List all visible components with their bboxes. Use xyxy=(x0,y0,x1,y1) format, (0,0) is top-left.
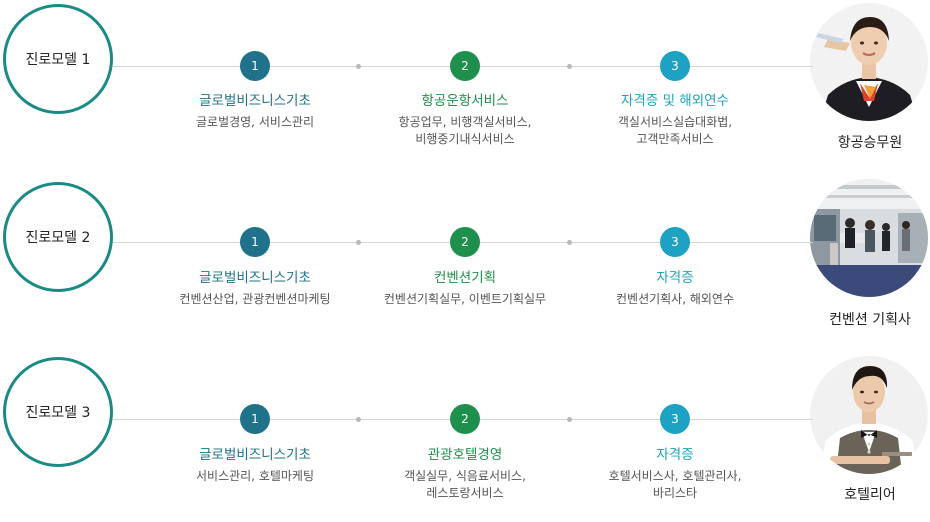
step-2-marker: 2 xyxy=(450,404,480,434)
step-1-marker: 1 xyxy=(240,404,270,434)
stage-title: 글로벌비즈니스기초 xyxy=(199,93,311,109)
stage-2: 항공운항서비스 항공업무, 비행객실서비스, 비행중기내식서비스 xyxy=(365,92,565,148)
job-title: 호텔리어 xyxy=(844,487,896,503)
job-title: 컨벤션 기획사 xyxy=(829,312,911,328)
stage-description: 컨벤션산업, 관광컨벤션마케팅 xyxy=(179,292,331,306)
career-model-row-1: 진로모델 1 1 2 3 글로벌비즈니스기초 글로벌경영, 서비스관리 항공운항… xyxy=(0,0,930,170)
stage-description: 호텔서비스사, 호텔관리사, 바리스타 xyxy=(608,469,742,500)
path-dot xyxy=(356,64,361,69)
step-3-marker: 3 xyxy=(660,51,690,81)
stage-title: 자격증 및 해외연수 xyxy=(621,93,729,109)
stage-description: 객실실무, 식음료서비스, 레스토랑서비스 xyxy=(404,469,526,500)
step-1-marker: 1 xyxy=(240,51,270,81)
stage-description: 항공업무, 비행객실서비스, 비행중기내식서비스 xyxy=(398,115,532,146)
stage-1: 글로벌비즈니스기초 글로벌경영, 서비스관리 xyxy=(155,92,355,131)
stage-3: 자격증 컨벤션기획사, 해외연수 xyxy=(575,269,775,308)
path-dot xyxy=(356,240,361,245)
career-model-badge: 진로모델 1 xyxy=(3,4,113,114)
stage-3: 자격증 호텔서비스사, 호텔관리사, 바리스타 xyxy=(575,446,775,502)
stage-description: 글로벌경영, 서비스관리 xyxy=(195,115,315,129)
step-2-marker: 2 xyxy=(450,51,480,81)
stage-description: 컨벤션기획사, 해외연수 xyxy=(615,292,735,306)
stage-3: 자격증 및 해외연수 객실서비스실습대화법, 고객만족서비스 xyxy=(575,92,775,148)
convention-hall-photo xyxy=(810,179,928,297)
stage-description: 서비스관리, 호텔마케팅 xyxy=(195,469,315,483)
stage-2: 관광호텔경영 객실실무, 식음료서비스, 레스토랑서비스 xyxy=(365,446,565,502)
flight-attendant-photo xyxy=(810,3,928,121)
path-dot xyxy=(356,417,361,422)
stage-description: 객실서비스실습대화법, 고객만족서비스 xyxy=(617,115,733,146)
stage-1: 글로벌비즈니스기초 컨벤션산업, 관광컨벤션마케팅 xyxy=(155,269,355,308)
path-dot xyxy=(567,417,572,422)
path-dot xyxy=(567,64,572,69)
career-model-row-2: 진로모델 2 1 2 3 글로벌비즈니스기초 컨벤션산업, 관광컨벤션마케팅 컨… xyxy=(0,177,930,347)
step-3-marker: 3 xyxy=(660,227,690,257)
stage-title: 자격증 xyxy=(656,270,694,286)
stage-title: 관광호텔경영 xyxy=(427,447,503,463)
path-dot xyxy=(567,240,572,245)
hotelier-photo xyxy=(810,356,928,474)
stage-description: 컨벤션기획실무, 이벤트기획실무 xyxy=(383,292,547,306)
stage-title: 항공운항서비스 xyxy=(421,93,509,109)
step-2-marker: 2 xyxy=(450,227,480,257)
step-1-marker: 1 xyxy=(240,227,270,257)
stage-title: 자격증 xyxy=(656,447,694,463)
stage-title: 글로벌비즈니스기초 xyxy=(199,270,311,286)
stage-title: 컨벤션기획 xyxy=(433,270,497,286)
career-model-badge: 진로모델 2 xyxy=(3,182,113,292)
stage-2: 컨벤션기획 컨벤션기획실무, 이벤트기획실무 xyxy=(365,269,565,308)
career-model-row-3: 진로모델 3 1 2 3 글로벌비즈니스기초 서비스관리, 호텔마케팅 관광호텔… xyxy=(0,352,930,522)
stage-title: 글로벌비즈니스기초 xyxy=(199,447,311,463)
job-title: 항공승무원 xyxy=(837,135,903,151)
stage-1: 글로벌비즈니스기초 서비스관리, 호텔마케팅 xyxy=(155,446,355,485)
step-3-marker: 3 xyxy=(660,404,690,434)
career-model-badge: 진로모델 3 xyxy=(3,357,113,467)
